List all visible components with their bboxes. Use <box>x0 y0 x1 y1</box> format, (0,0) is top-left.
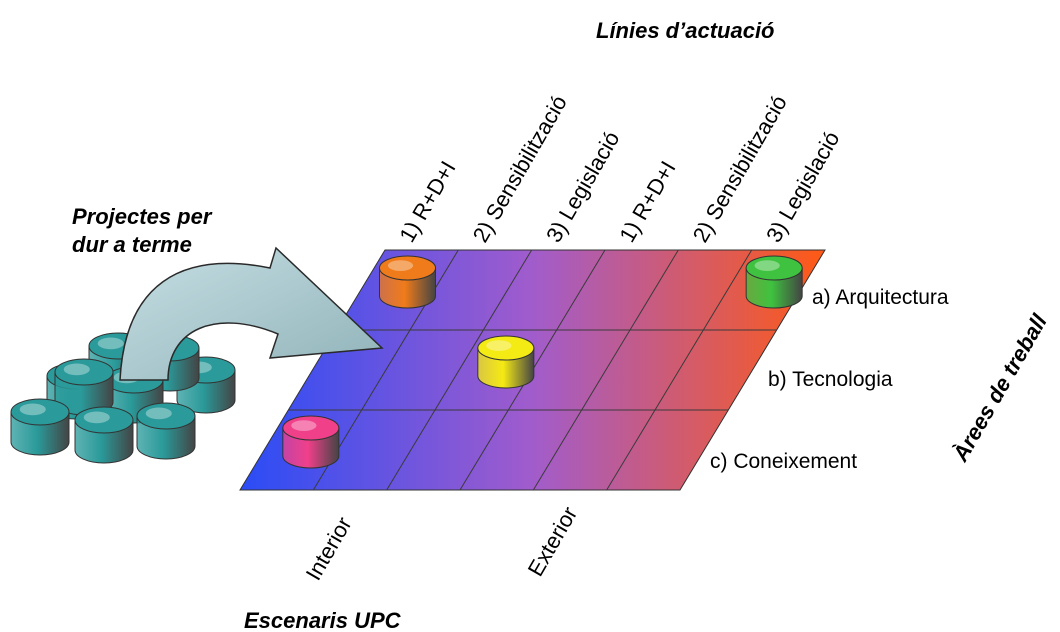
title-projectes-line1: Projectes per <box>72 204 213 229</box>
stack-cylinder <box>54 358 114 416</box>
row-label-arquitectura: a) Arquitectura <box>812 286 949 309</box>
pink-project <box>282 415 340 469</box>
title-projectes-line2: dur a terme <box>72 232 192 257</box>
orange-project <box>379 255 436 309</box>
grid-column-line <box>532 249 679 491</box>
curved-arrow-icon <box>119 246 384 381</box>
row-label-tecnologia: b) Tecnologia <box>768 368 893 391</box>
green-project <box>745 255 803 309</box>
column-label: 3) Legislació <box>541 127 624 246</box>
grid-column-line <box>386 249 533 491</box>
scenario-label-interior: Interior <box>301 513 357 585</box>
grid-column-line <box>606 249 753 491</box>
row-label-coneixement: c) Coneixement <box>710 450 857 473</box>
title-arees-treball: Àrees de treball <box>947 309 1052 466</box>
scenario-label-exterior: Exterior <box>523 502 583 580</box>
yellow-project <box>477 335 535 389</box>
column-label: 1) R+D+I <box>614 157 680 247</box>
title-escenaris-upc: Escenaris UPC <box>244 608 402 632</box>
project-markers <box>282 255 803 469</box>
title-linies-actuacio: Línies d’actuació <box>596 18 775 43</box>
column-label: 1) R+D+I <box>394 157 460 247</box>
stack-cylinder <box>10 398 70 456</box>
column-label: 3) Legislació <box>761 127 844 246</box>
stack-cylinder <box>74 406 134 464</box>
stack-cylinder <box>136 402 196 460</box>
